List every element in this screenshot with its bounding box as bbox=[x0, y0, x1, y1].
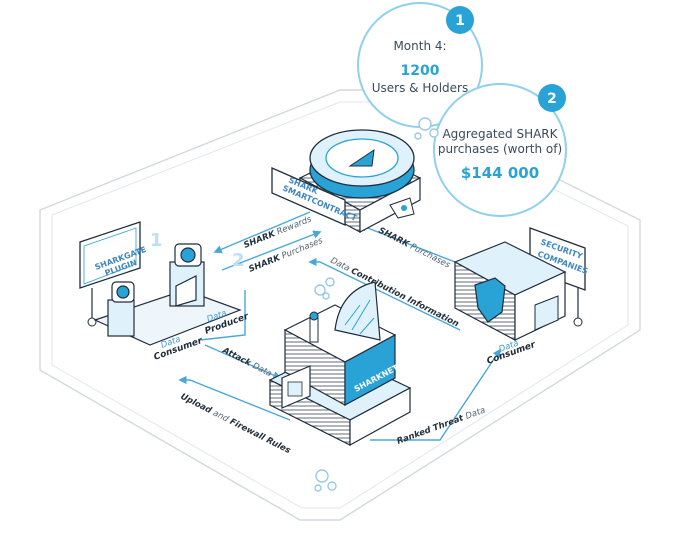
role-consumer-right: Data Consumer bbox=[486, 338, 538, 366]
bubble-2-title-line2: purchases (worth of) bbox=[438, 142, 562, 156]
left-loop bbox=[199, 290, 246, 341]
platform-outline bbox=[39, 89, 641, 521]
bubble-2-title-line1: Aggregated SHARK bbox=[442, 127, 558, 141]
flow-arrows bbox=[178, 211, 501, 441]
bubble-1-value: 1200 bbox=[401, 63, 440, 79]
upload-arrow bbox=[178, 375, 291, 421]
badge-2 bbox=[538, 84, 566, 112]
shark-fin-icon bbox=[348, 148, 375, 167]
shield-icon bbox=[474, 277, 506, 323]
rewards-arrow bbox=[213, 211, 311, 254]
shark-smartcontract: SHARK SMARTCONTRACT bbox=[271, 129, 422, 233]
plugin-users-icon bbox=[93, 243, 242, 346]
badge-1 bbox=[446, 6, 474, 34]
sharknet-server: SHARKNET bbox=[268, 281, 412, 447]
circuit-brain-icon bbox=[334, 281, 381, 341]
security-companies: SECURITY COMPANIES bbox=[453, 227, 589, 341]
badge-2-number: 2 bbox=[547, 91, 557, 107]
metric-bubble-2: 2 Aggregated SHARK purchases (worth of) … bbox=[433, 83, 567, 217]
bubble-1-subtitle: Users & Holders bbox=[372, 81, 468, 95]
attack-arrow bbox=[204, 344, 282, 380]
attack-label: Attack Data bbox=[220, 345, 273, 379]
purchases-right-arrow bbox=[358, 223, 456, 263]
bubble-1-title: Month 4: bbox=[393, 39, 446, 53]
step-number-1: 1 bbox=[150, 230, 163, 251]
ranked-arrow bbox=[370, 348, 501, 441]
purchases-right-label: SHARK Purchases bbox=[377, 226, 452, 271]
badge-1-number: 1 bbox=[455, 13, 465, 29]
metric-bubble-1: 1 Month 4: 1200 Users & Holders bbox=[357, 2, 483, 128]
purchases-left-arrow bbox=[221, 230, 322, 271]
small-bubbles bbox=[314, 117, 439, 492]
contribution-arrow bbox=[308, 257, 461, 331]
step-number-2: 2 bbox=[232, 250, 245, 271]
bubble-2-value: $144 000 bbox=[461, 164, 539, 182]
sharkgate-plugin-sign: SHARKGATE PLUGIN bbox=[79, 221, 148, 327]
